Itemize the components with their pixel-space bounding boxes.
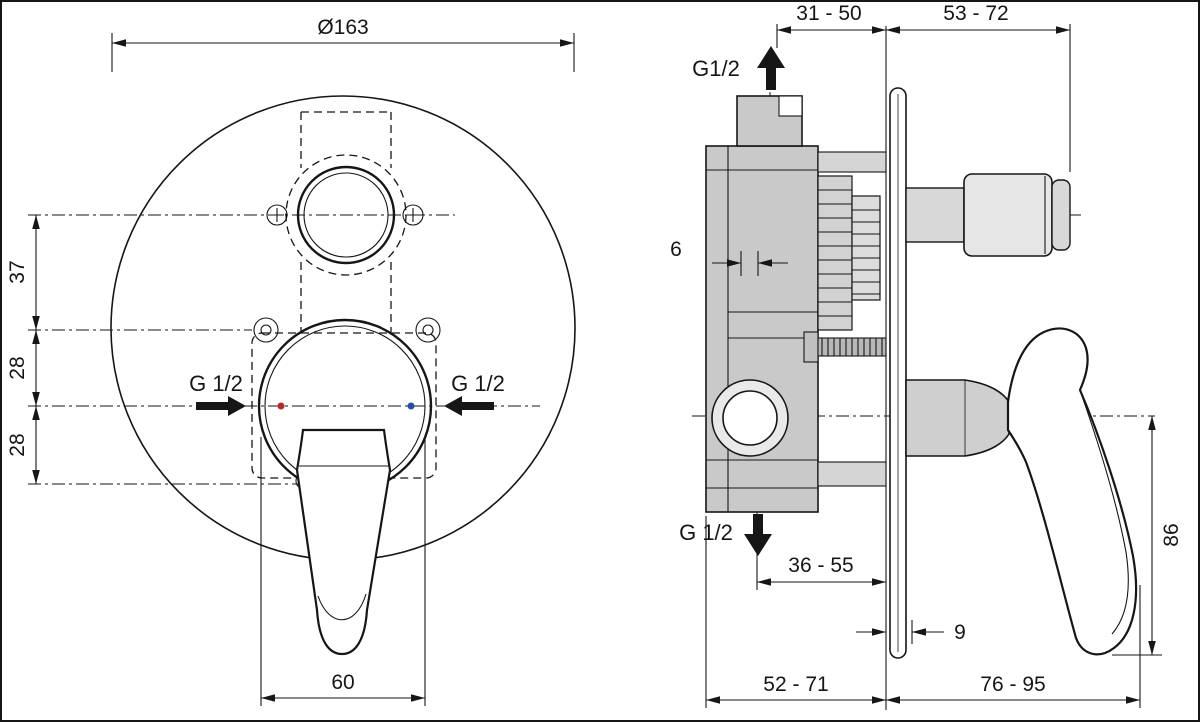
dim-6-label: 6 — [670, 238, 682, 261]
thread-top-label: G1/2 — [692, 56, 740, 81]
dim-36-55-label: 36 - 55 — [788, 554, 853, 577]
handle-hub — [905, 379, 1010, 457]
front-centerlines — [28, 214, 540, 485]
thread-bottom-label: G 1/2 — [679, 520, 733, 545]
dim-28-upper-label: 28 — [6, 356, 29, 379]
outlet-arrow-bottom-icon — [744, 514, 772, 556]
front-view: Ø163 37 28 28 G 1/2 G 1/2 60 — [6, 16, 576, 706]
dim-76-95-label: 76 - 95 — [980, 673, 1045, 696]
dim-31-50-label: 31 - 50 — [796, 2, 861, 25]
dim-53-72-label: 53 - 72 — [943, 2, 1008, 25]
thread-right-label: G 1/2 — [451, 371, 505, 396]
side-view: 31 - 50 53 - 72 G1/2 6 G 1/2 36 - 55 9 8… — [670, 2, 1183, 710]
fixing-screw-thread — [803, 331, 887, 363]
dim-28-lower-label: 28 — [6, 433, 29, 456]
inlet-arrow-left-icon — [196, 396, 246, 416]
cold-inlet-dot — [407, 402, 415, 410]
dim-86-label: 86 — [1160, 523, 1183, 546]
dim-diameter-label: Ø163 — [317, 16, 368, 39]
upper-connection-circle — [296, 165, 396, 265]
fixing-screws — [266, 204, 424, 226]
handle-lever-front — [295, 428, 392, 656]
lower-outlet-boss — [711, 379, 789, 457]
dim-9-label: 9 — [954, 621, 966, 644]
outlet-spout-side — [905, 173, 1071, 257]
inlet-arrow-right-icon — [444, 396, 494, 416]
side-dimension-lines — [705, 24, 1162, 708]
dim-52-71-label: 52 - 71 — [763, 673, 828, 696]
cartridge-stack — [817, 151, 887, 487]
front-dimension-lines — [32, 33, 575, 706]
inlet-arrow-top-icon — [757, 46, 785, 90]
dim-60-label: 60 — [331, 671, 354, 694]
thread-left-label: G 1/2 — [189, 371, 243, 396]
hot-inlet-dot — [277, 402, 285, 410]
handle-lever-side — [1006, 327, 1138, 656]
wall-plate — [889, 87, 907, 659]
dim-37-label: 37 — [6, 260, 29, 283]
